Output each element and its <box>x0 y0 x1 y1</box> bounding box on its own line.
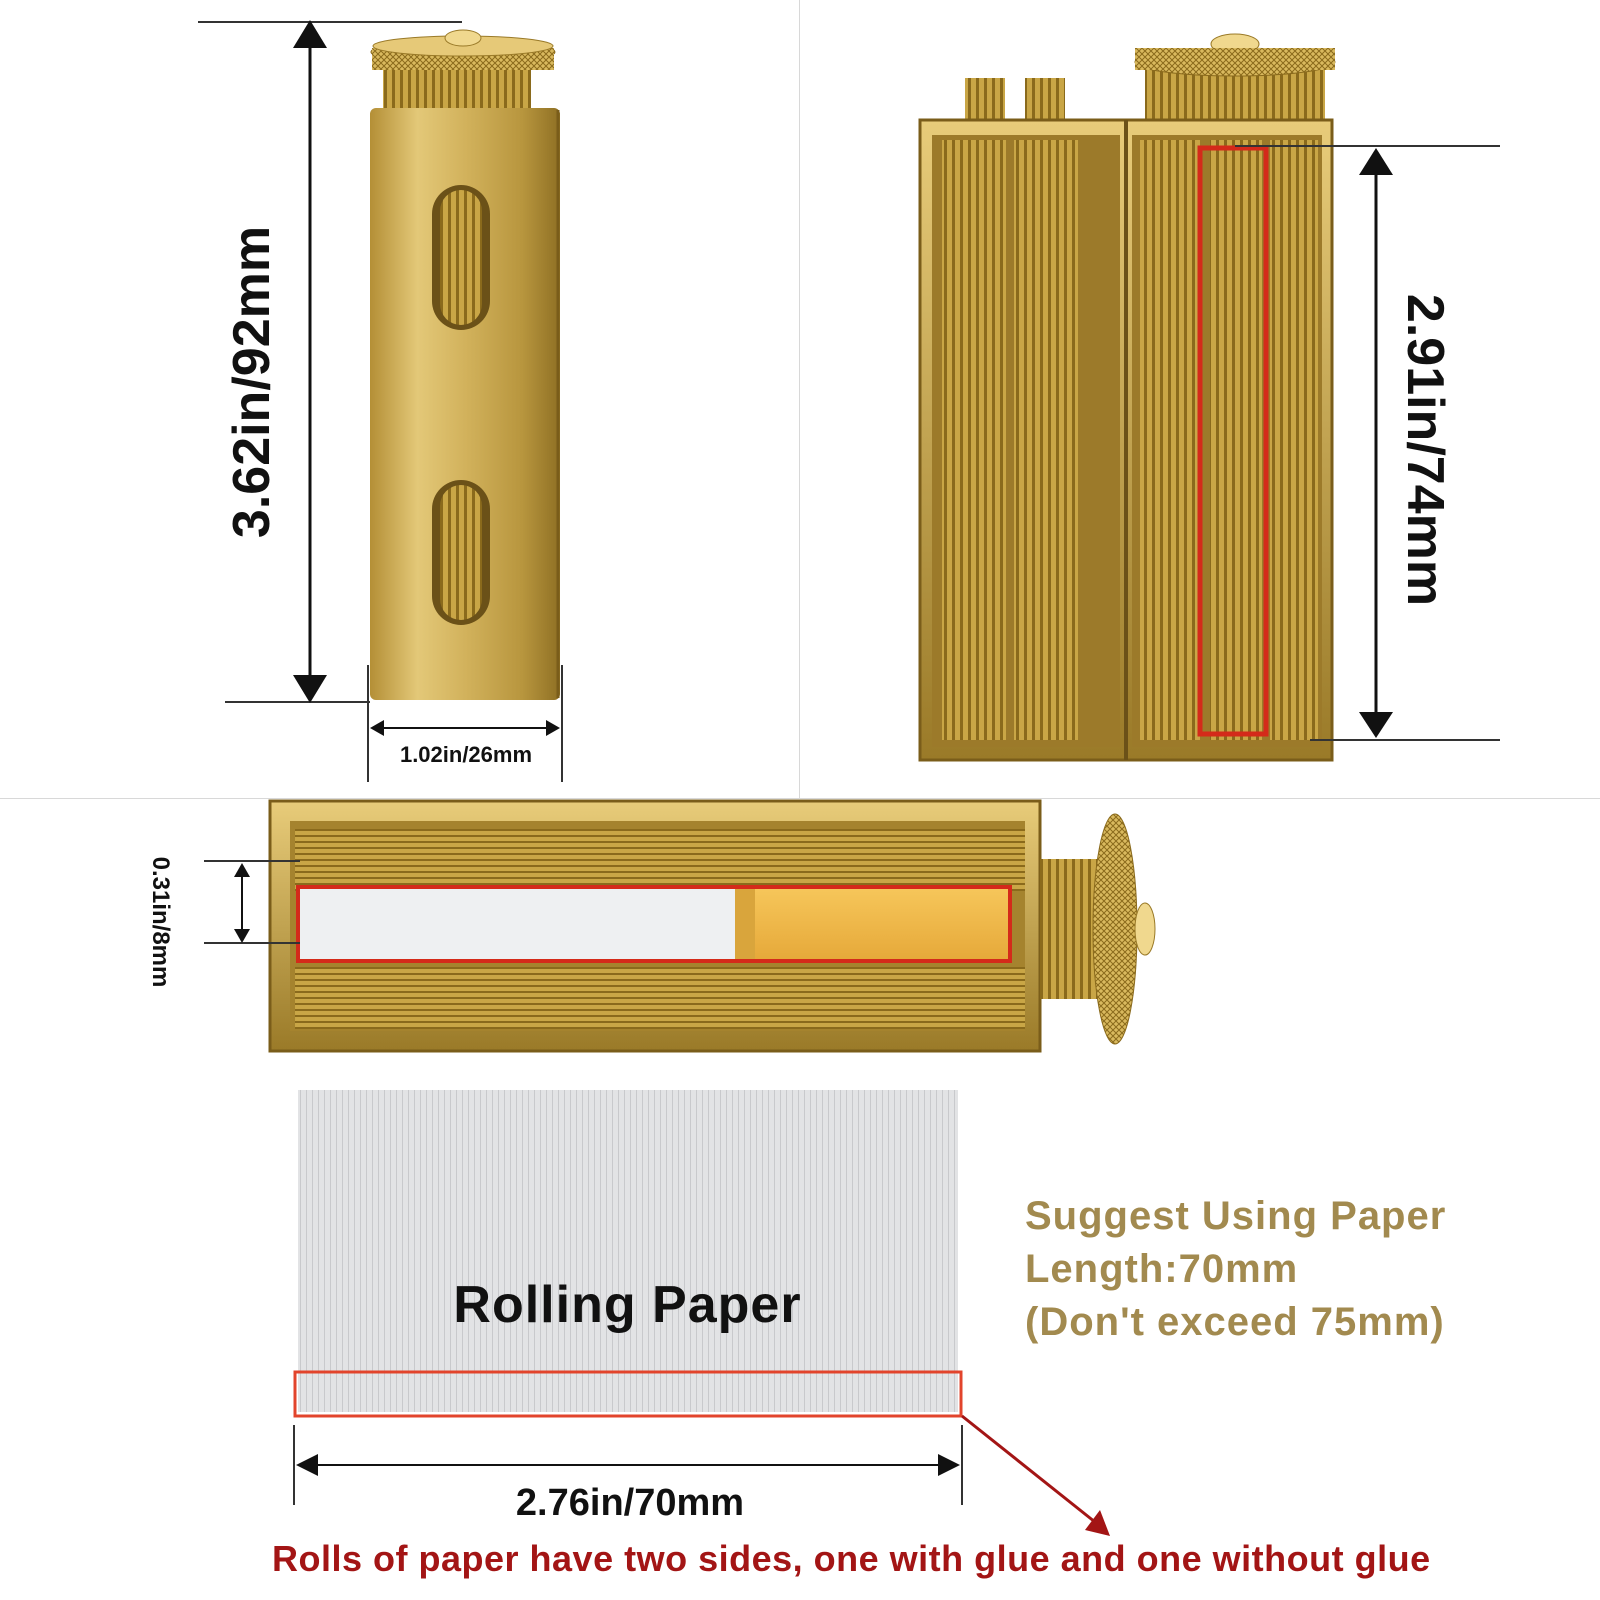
closed-roller-figure <box>198 20 563 782</box>
suggestion-line-1: Suggest Using Paper <box>1025 1194 1447 1238</box>
width-label: 1.02in/26mm <box>399 742 533 767</box>
open-roller-figure <box>918 33 1500 762</box>
cigarette-highlight <box>296 885 1012 963</box>
glue-strip-highlight <box>293 1370 963 1418</box>
rolling-paper-label: Rolling Paper <box>453 1276 802 1334</box>
arrow-right-icon <box>546 720 560 736</box>
side-view-figure <box>204 799 1156 1053</box>
arrow-pointer-icon <box>1085 1510 1110 1536</box>
closed-roller-body <box>370 29 560 700</box>
rolling-paper-figure <box>293 1090 1110 1536</box>
diameter-label: 0.31in/8mm <box>147 856 174 988</box>
paper-width-label: 2.76in/70mm <box>515 1482 745 1524</box>
paper-suggestion: Suggest Using Paper Length:70mm (Don't e… <box>1025 1190 1585 1349</box>
arrow-down-icon <box>234 929 250 943</box>
panel-divider-vertical <box>799 0 800 798</box>
rolling-paper <box>298 1090 958 1412</box>
glue-warning-text: Rolls of paper have two sides, one with … <box>272 1538 1431 1579</box>
arrow-up-icon <box>293 20 327 48</box>
suggestion-line-2: Length:70mm <box>1025 1247 1299 1291</box>
height-label: 3.62in/92mm <box>223 225 281 539</box>
arrow-down-icon <box>1359 712 1393 738</box>
panel-divider-horizontal <box>0 798 1600 799</box>
arrow-up-icon <box>1359 148 1393 175</box>
arrow-up-icon <box>234 863 250 877</box>
glue-pointer-line <box>961 1414 1096 1524</box>
roller-slot-highlight <box>1197 145 1269 737</box>
suggestion-line-3: (Don't exceed 75mm) <box>1025 1300 1445 1344</box>
arrow-right-icon <box>938 1454 960 1476</box>
arrow-left-icon <box>370 720 384 736</box>
roller-length-label: 2.91in/74mm <box>1396 293 1454 607</box>
arrow-down-icon <box>293 675 327 703</box>
arrow-left-icon <box>296 1454 318 1476</box>
